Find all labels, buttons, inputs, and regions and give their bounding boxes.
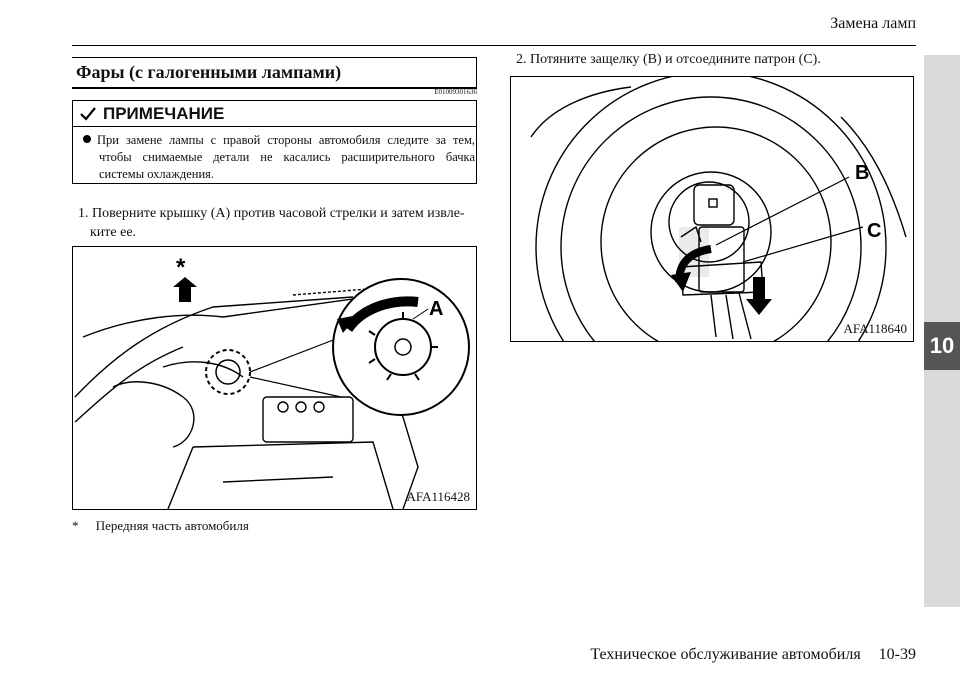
bulb-socket-illustration: B C [530, 77, 907, 341]
footnote-mark: * [72, 518, 79, 533]
note-heading: ПРИМЕЧАНИЕ [73, 101, 476, 127]
figure-code: AFA116428 [406, 489, 470, 504]
step-1: 1. Поверните крышку (A) против часовой с… [78, 204, 478, 242]
note-body: При замене лампы с правой стороны автомо… [83, 132, 475, 183]
footnote: * Передняя часть автомобиля [72, 518, 249, 534]
front-of-vehicle-mark: * [176, 254, 186, 281]
footnote-text: Передняя часть автомобиля [95, 518, 249, 533]
note-heading-text: ПРИМЕЧАНИЕ [103, 104, 225, 123]
header-rule [72, 45, 916, 46]
chapter-title: Замена ламп [830, 15, 916, 32]
figure-cap-removal: * A AFA116428 [72, 246, 477, 510]
label-b: B [855, 162, 869, 184]
note-text: При замене лампы с правой стороны автомо… [97, 133, 475, 181]
pencil-check-icon [80, 107, 96, 121]
page-number: 10-39 [878, 646, 916, 663]
section-title: Фары (с галогенными лампами) [72, 57, 477, 89]
step-2-number: 2. [516, 52, 527, 67]
engine-bay-illustration: * A [74, 254, 470, 509]
figure-socket-removal: B C AFA118640 [510, 76, 914, 342]
section-code: E01009301636 [434, 88, 477, 96]
step-1-number: 1. [78, 206, 89, 221]
step-2-text: Потяните защелку (B) и отсоедините патро… [530, 52, 821, 67]
figure-code: AFA118640 [843, 321, 907, 336]
note-box: ПРИМЕЧАНИЕ При замене лампы с правой сто… [72, 100, 477, 184]
label-a: A [429, 298, 443, 320]
label-c: C [867, 220, 881, 242]
bullet-icon [83, 135, 91, 143]
step-2: 2. Потяните защелку (B) и отсоедините па… [516, 52, 821, 68]
book-title: Техническое обслуживание автомобиля [590, 646, 861, 663]
chapter-number-tab[interactable]: 10 [924, 322, 960, 370]
step-1-line2: ките ее. [90, 225, 137, 240]
step-1-line1: Поверните крышку (A) против часовой стре… [92, 206, 465, 221]
page-footer: Техническое обслуживание автомобиля 10-3… [590, 646, 916, 664]
